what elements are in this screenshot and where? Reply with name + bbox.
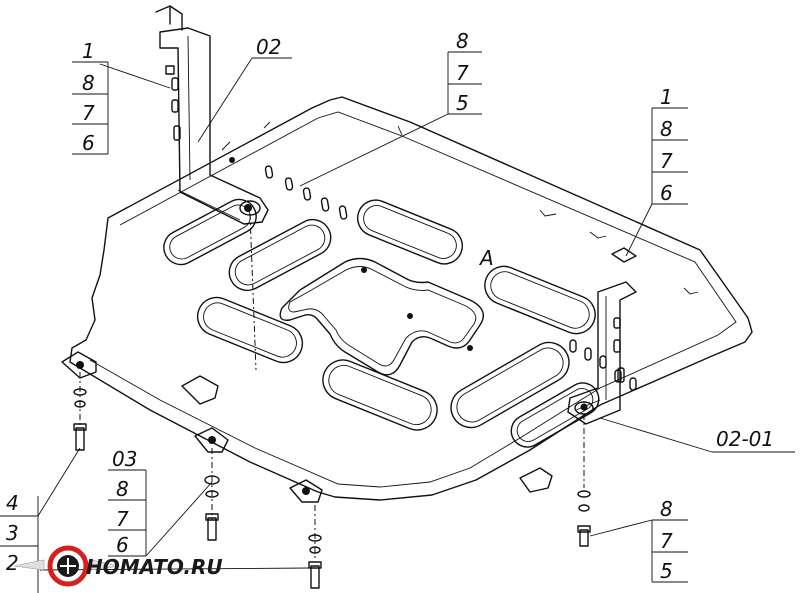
callout-left-bottom-2: 2 bbox=[6, 551, 19, 575]
callout-left-bottom: 4 3 2 bbox=[0, 447, 81, 593]
bracket-02-01 bbox=[567, 247, 637, 488]
callout-bottom-right-5: 5 bbox=[660, 559, 673, 583]
callout-center-bottom-8: 8 bbox=[116, 477, 129, 501]
fasteners bbox=[73, 65, 591, 589]
callout-right-8: 8 bbox=[660, 117, 673, 141]
callout-top-left: 1 8 7 6 bbox=[72, 39, 171, 155]
callout-02-01: 02-01 bbox=[599, 417, 795, 453]
callout-bottom-right-7: 7 bbox=[660, 529, 673, 553]
bracket-02-01-bolts bbox=[613, 317, 625, 383]
callout-center-bottom-03: 03 bbox=[112, 447, 137, 471]
callout-top-left-7: 7 bbox=[82, 101, 95, 125]
recesses bbox=[163, 198, 600, 448]
plate-mark: A bbox=[478, 246, 494, 270]
callout-02: 02 bbox=[197, 35, 292, 143]
callout-top-left-1: 1 bbox=[82, 39, 95, 63]
callout-right-6: 6 bbox=[660, 181, 673, 205]
callout-right-1: 1 bbox=[660, 85, 673, 109]
plate-flange-inner bbox=[89, 111, 737, 488]
flange-notches bbox=[221, 121, 699, 295]
callout-top-center: 8 7 5 bbox=[299, 29, 482, 187]
callout-top-left-6: 6 bbox=[82, 131, 95, 155]
callout-02-01-label: 02-01 bbox=[716, 427, 774, 451]
callout-bottom-right-8: 8 bbox=[660, 497, 673, 521]
callout-bottom-right: 8 7 5 bbox=[589, 497, 688, 583]
skid-plate: A bbox=[61, 96, 753, 503]
callout-left-bottom-3: 3 bbox=[6, 521, 19, 545]
bracket-02-bolts bbox=[171, 77, 181, 141]
callout-02-label: 02 bbox=[256, 35, 281, 59]
callout-top-center-7: 7 bbox=[456, 61, 469, 85]
callout-center-bottom-7: 7 bbox=[116, 507, 129, 531]
bracket-02 bbox=[155, 5, 269, 371]
watermark-logo: HOMATO.RU bbox=[13, 545, 223, 587]
callout-center-bottom-6: 6 bbox=[116, 533, 129, 557]
callout-center-bottom: 03 8 7 6 bbox=[39, 447, 311, 571]
louver-slots bbox=[264, 165, 637, 391]
callout-right-7: 7 bbox=[660, 149, 673, 173]
callout-right: 1 8 7 6 bbox=[625, 85, 688, 257]
callout-left-bottom-4: 4 bbox=[6, 491, 19, 515]
plate-outline bbox=[69, 96, 753, 501]
logo-emblem bbox=[13, 545, 121, 587]
logo-text: HOMATO.RU bbox=[86, 555, 223, 579]
callouts: 1 8 7 6 02 8 7 5 bbox=[0, 29, 795, 593]
callout-top-left-8: 8 bbox=[82, 71, 95, 95]
central-recess bbox=[279, 257, 484, 376]
callout-top-center-8: 8 bbox=[456, 29, 469, 53]
mounting-holes bbox=[229, 157, 473, 351]
flange-tabs bbox=[61, 351, 553, 503]
callout-top-center-5: 5 bbox=[456, 91, 469, 115]
